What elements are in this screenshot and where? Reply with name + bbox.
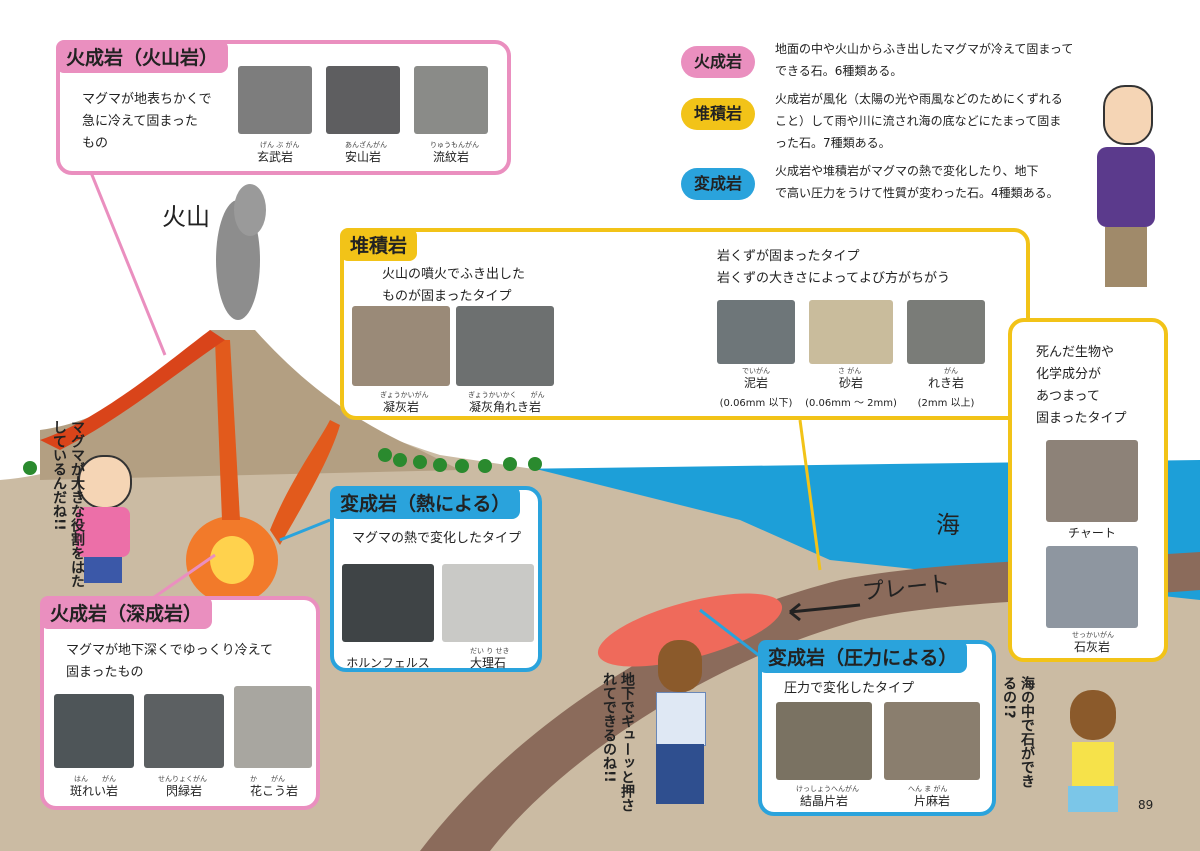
gneiss-label: 片麻岩 — [913, 794, 950, 808]
basalt-label: 玄武岩 — [256, 150, 293, 164]
tuff-photo — [352, 306, 450, 386]
legend-metamorphic-pill: 変成岩 — [681, 168, 755, 200]
plutonic-rock-panel: 火成岩（深成岩） マグマが地下深くでゆっくり冷えて 固まったもの はん がん せ… — [40, 596, 320, 810]
plutonic-rock-title: 火成岩（深成岩） — [40, 596, 213, 629]
conglomerate-label: れき岩 — [927, 376, 964, 390]
boy-illustration — [68, 455, 138, 585]
limestone-photo — [1046, 546, 1138, 628]
gabbro-label: 斑れい岩 — [69, 784, 118, 798]
conglomerate-size: (2mm 以上) — [917, 398, 975, 409]
sedimentary-rock-panel: 堆積岩 火山の噴火でふき出した ものが固まったタイプ ぎょうかいがん ぎょうかい… — [340, 228, 1030, 420]
legend-igneous-pill: 火成岩 — [681, 46, 755, 78]
andesite-photo — [326, 66, 400, 134]
crystalline-schist-label: 結晶片岩 — [799, 794, 848, 808]
tuff-breccia-label: 凝灰角れき岩 — [468, 400, 541, 414]
boy-speech: マグマが大きな役割をはたしているんだね!! — [51, 420, 85, 588]
volcano-label: 火山 — [162, 203, 210, 231]
hornfels-photo — [342, 564, 434, 642]
volcanic-rock-title: 火成岩（火山岩） — [56, 40, 229, 73]
legend-igneous-text: 地面の中や火山からふき出したマグマが冷えて固まって できる石。6種類ある。 — [775, 42, 1074, 78]
granite-photo — [234, 686, 312, 768]
hornfels-label: ホルンフェルス — [346, 656, 430, 670]
andesite-label: 安山岩 — [344, 150, 381, 164]
sedimentary-organic-desc: 死んだ生物や 化学成分が あつまって 固まったタイプ — [1036, 345, 1127, 426]
legend-sedimentary-pill: 堆積岩 — [681, 98, 755, 130]
conglomerate-photo — [907, 300, 985, 364]
sedimentary-organic-panel: 死んだ生物や 化学成分が あつまって 固まったタイプ チャート せっかいがん 石… — [1008, 318, 1168, 662]
metamorphic-pressure-title: 変成岩（圧力による） — [758, 640, 968, 673]
sea-label: 海 — [936, 511, 960, 539]
chert-photo — [1046, 440, 1138, 522]
sedimentary-rock-title: 堆積岩 — [340, 228, 418, 261]
basalt-photo — [238, 66, 312, 134]
metamorphic-pressure-desc: 圧力で変化したタイプ — [784, 681, 915, 696]
rhyolite-label: 流紋岩 — [432, 150, 469, 164]
woman-illustration — [650, 640, 710, 810]
girl-illustration — [1062, 690, 1122, 830]
sedimentary-debris-desc: 岩くずが固まったタイプ 岩くずの大きさによってよび方がちがう — [717, 249, 950, 286]
volcano-body — [40, 330, 460, 480]
page-number: 89 — [1138, 798, 1154, 812]
gabbro-photo — [54, 694, 134, 768]
volcanic-rock-desc: マグマが地表ちかくで 急に冷えて固まった もの — [82, 92, 212, 151]
mudstone-label: 泥岩 — [743, 376, 768, 390]
volcanic-rock-panel: 火成岩（火山岩） マグマが地表ちかくで 急に冷えて固まった もの げん ぶ がん… — [56, 40, 511, 175]
metamorphic-pressure-panel: 変成岩（圧力による） 圧力で変化したタイプ けっしょうへんがん へん ま がん … — [758, 640, 996, 816]
mudstone-size: (0.06mm 以下) — [719, 398, 793, 409]
legend-metamorphic-text: 火成岩や堆積岩がマグマの熱で変化したり、地下 で高い圧力をうけて性質が変わった石… — [775, 164, 1059, 200]
legend-sedimentary-text: 火成岩が風化（太陽の光や雨風などのためにくずれる こと）して雨や川に流され海の底… — [775, 92, 1063, 150]
crystalline-schist-photo — [776, 702, 872, 780]
sandstone-label: 砂岩 — [838, 376, 863, 390]
chert-label: チャート — [1068, 526, 1116, 540]
marble-photo — [442, 564, 534, 642]
sedimentary-volcanic-desc: 火山の噴火でふき出した ものが固まったタイプ — [382, 267, 526, 304]
granite-label: 花こう岩 — [249, 784, 298, 798]
sandstone-photo — [809, 300, 893, 364]
limestone-label: 石灰岩 — [1073, 640, 1110, 654]
gneiss-photo — [884, 702, 980, 780]
metamorphic-heat-title: 変成岩（熱による） — [330, 486, 521, 519]
diorite-label: 閃緑岩 — [165, 784, 202, 798]
mudstone-photo — [717, 300, 795, 364]
sandstone-size: (0.06mm ～ 2mm) — [805, 398, 897, 409]
woman-speech: 地下でギューッと押されてできるのね!! — [601, 672, 635, 812]
metamorphic-heat-panel: 変成岩（熱による） マグマの熱で変化したタイプ ホルンフェルス だい り せき … — [330, 486, 542, 672]
tuff-breccia-photo — [456, 306, 554, 386]
tuff-label: 凝灰岩 — [382, 400, 419, 414]
diorite-photo — [144, 694, 224, 768]
teacher-illustration — [1075, 85, 1175, 295]
marble-label: 大理石 — [469, 656, 506, 670]
plutonic-rock-desc: マグマが地下深くでゆっくり冷えて 固まったもの — [66, 643, 273, 680]
rhyolite-photo — [414, 66, 488, 134]
metamorphic-heat-desc: マグマの熱で変化したタイプ — [352, 531, 522, 546]
girl-speech: 海の中で石ができるの!? — [1001, 676, 1035, 788]
